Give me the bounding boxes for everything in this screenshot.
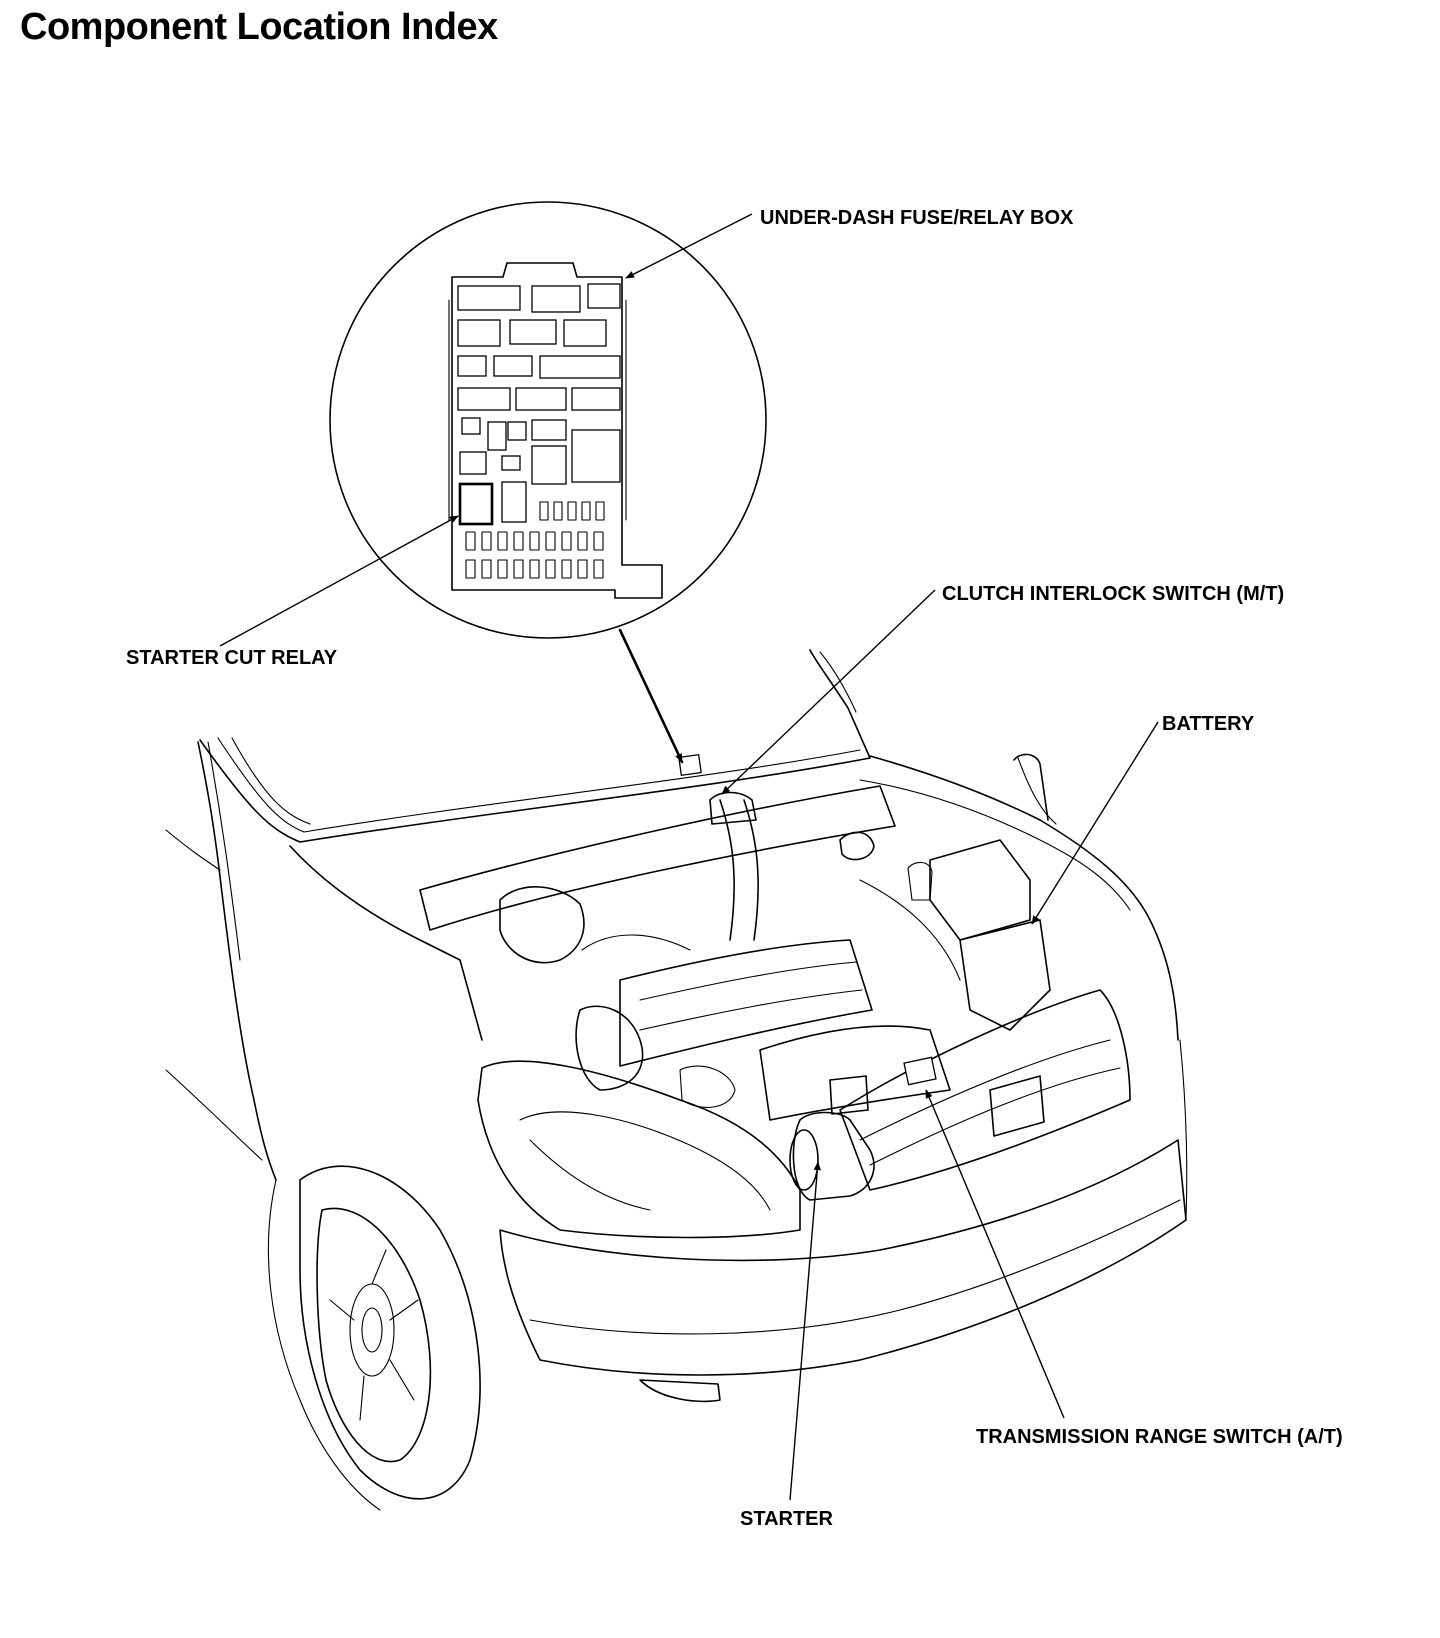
page-title: Component Location Index: [20, 6, 498, 48]
starter-cut-relay-label: STARTER CUT RELAY: [126, 647, 338, 669]
starter-motor: [789, 1075, 875, 1201]
starter-cut-relay: [458, 482, 494, 526]
fuse-box-zoom-circle: [329, 201, 767, 639]
fuse-row-lower: [465, 559, 604, 579]
battery-label: BATTERY: [1162, 713, 1255, 735]
fuse-relay-box-label: UNDER-DASH FUSE/RELAY BOX: [760, 207, 1074, 229]
starter-label: STARTER: [740, 1508, 833, 1530]
transmission-range-switch: [903, 1056, 937, 1086]
vehicle-illustration: [165, 649, 1188, 1511]
transmission-range-switch-label: TRANSMISSION RANGE SWITCH (A/T): [976, 1426, 1343, 1448]
under-dash-fuse-relay-box: [448, 262, 663, 599]
fuse-row-upper: [465, 531, 604, 551]
clutch-interlock-switch-label: CLUTCH INTERLOCK SWITCH (M/T): [942, 583, 1285, 605]
leader-lines: [219, 213, 1159, 1501]
